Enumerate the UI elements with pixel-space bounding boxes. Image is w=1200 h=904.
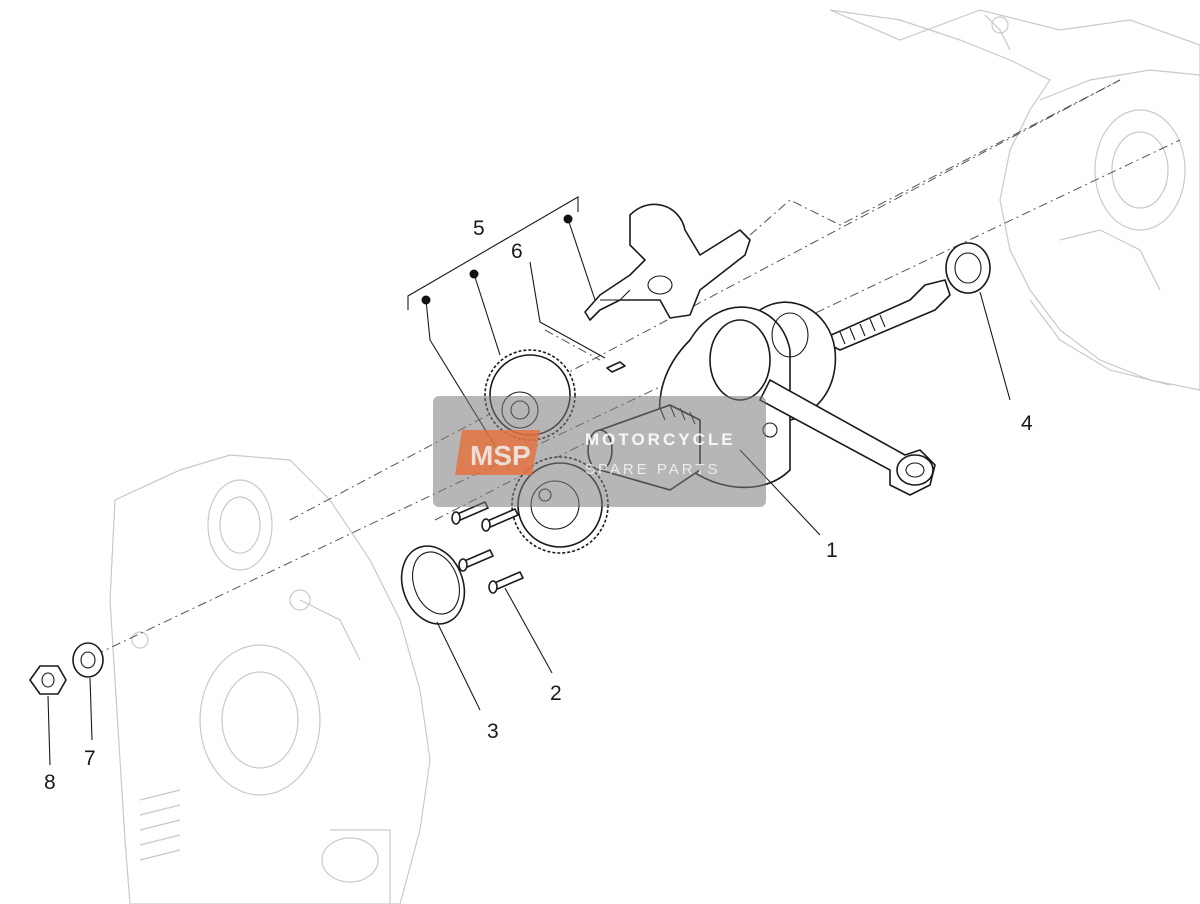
callout-5: 5	[473, 217, 485, 240]
callout-1: 1	[826, 539, 838, 562]
callout-7: 7	[84, 747, 96, 770]
hex-nut	[29, 665, 67, 695]
watermark-line1: MOTORCYCLE	[585, 430, 736, 449]
callout-4: 4	[1021, 412, 1033, 435]
watermark-logo: MSP	[455, 430, 540, 475]
washer	[72, 642, 104, 678]
callout-6: 6	[511, 240, 523, 263]
watermark-line2: SPARE PARTS	[585, 461, 721, 478]
crankcase-left-ghost	[109, 454, 431, 904]
watermark: MSP MOTORCYCLE SPARE PARTS	[433, 396, 766, 507]
kit-bracket	[407, 196, 579, 310]
watermark-logo-letters: MSP	[470, 440, 531, 471]
assembly-axes	[94, 79, 1181, 656]
callout-8: 8	[44, 771, 56, 794]
balance-shaft	[584, 203, 751, 321]
callouts: 1 2 3 4 5 6 7 8	[44, 217, 1033, 794]
oil-seal	[945, 242, 991, 294]
crankcase-right-ghost	[829, 9, 1200, 391]
thrust-washer	[400, 545, 466, 625]
callout-2: 2	[550, 682, 562, 705]
screws	[451, 501, 524, 594]
woodruff-key	[606, 361, 626, 373]
callout-3: 3	[487, 720, 499, 743]
